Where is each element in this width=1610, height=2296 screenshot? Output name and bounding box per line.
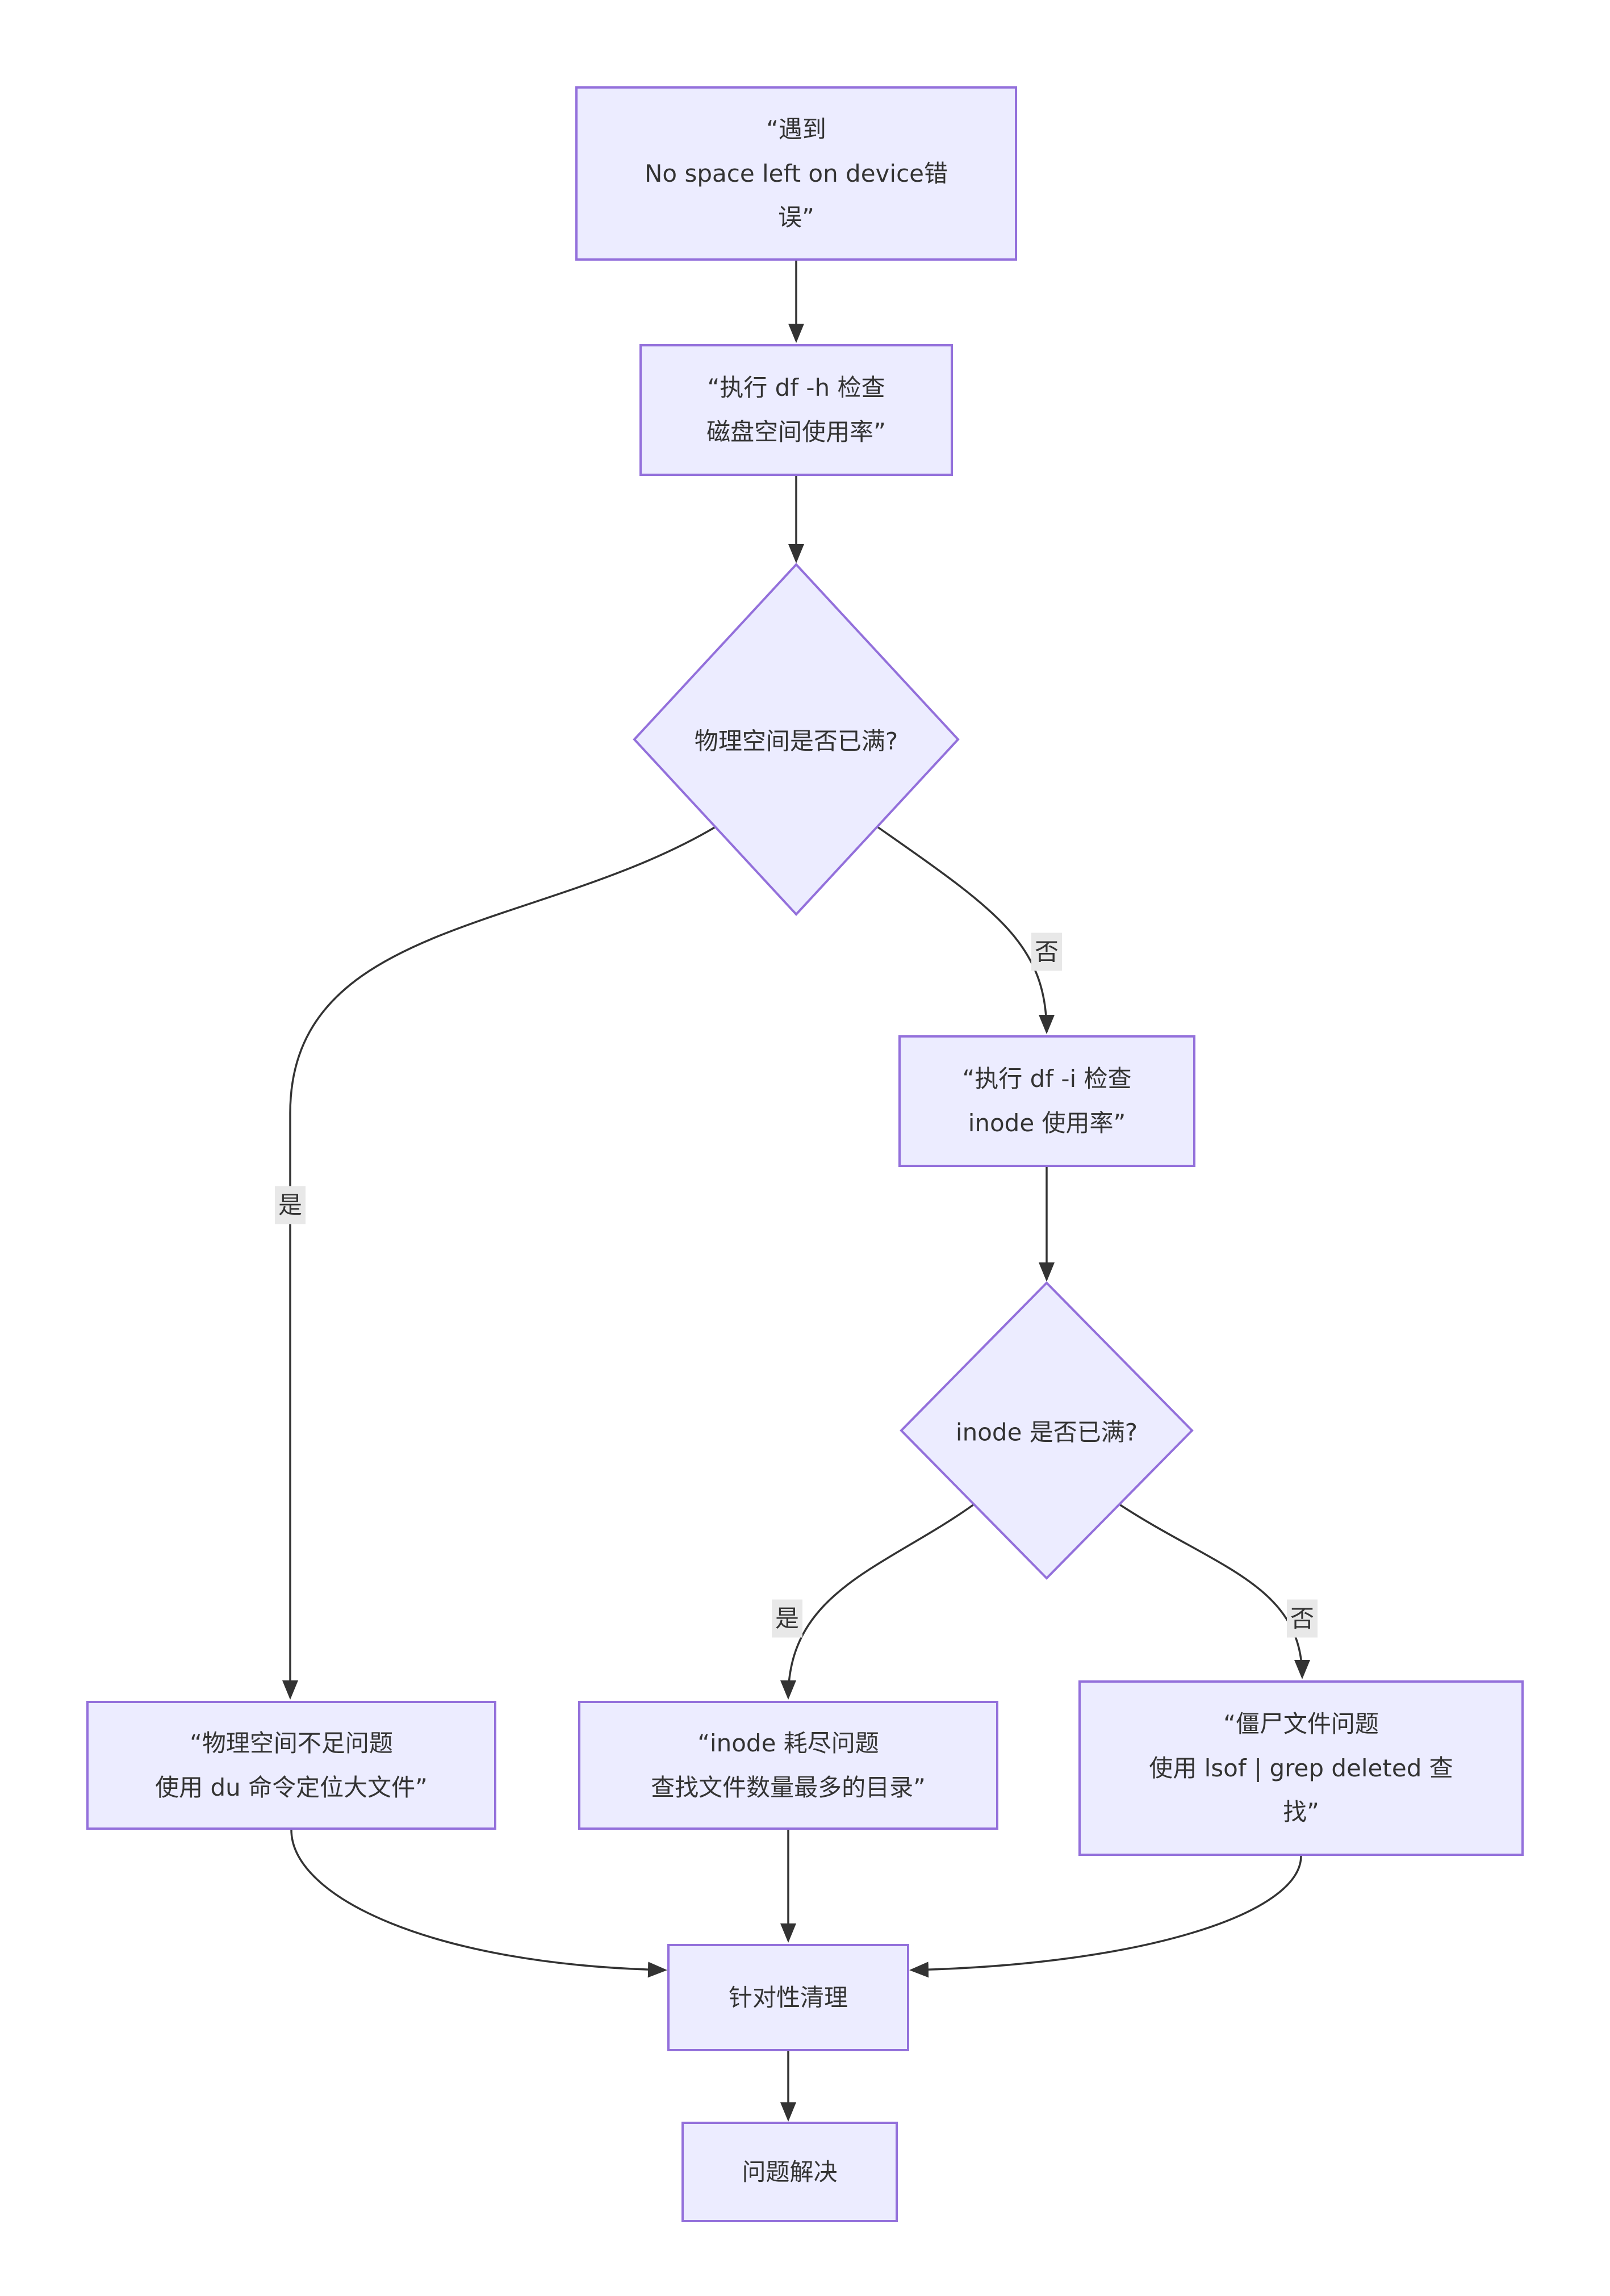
node-problem-solved: 问题解决 <box>681 2122 898 2222</box>
edge-decision-inode-yes <box>780 1503 975 1700</box>
edge-physical-full-to-cleanup <box>290 1829 667 1978</box>
edge-decision-physical-no <box>876 826 1055 1034</box>
node-zombie-files: “僵尸文件问题 使用 lsof | grep deleted 查 找” <box>1078 1680 1524 1856</box>
edge-label-inode-yes: 是 <box>771 1599 803 1638</box>
edge-label-physical-no: 否 <box>1031 932 1063 971</box>
node-check-df-i: “执行 df -i 检查 inode 使用率” <box>898 1035 1195 1167</box>
decision-physical-label: 物理空间是否已满? <box>694 727 898 755</box>
decision-inode-shape <box>900 1281 1194 1580</box>
node-inode-exhausted: “inode 耗尽问题 查找文件数量最多的目录” <box>578 1701 998 1830</box>
node-check-df-h: “执行 df -h 检查 磁盘空间使用率” <box>639 344 953 476</box>
edge-decision-inode-no <box>1119 1503 1310 1679</box>
node-targeted-cleanup: 针对性清理 <box>667 1944 909 2051</box>
node-start: “遇到 No space left on device错 误” <box>575 86 1017 261</box>
edge-decision-physical-yes <box>282 826 716 1700</box>
edge-zombie-files-to-cleanup <box>909 1855 1302 1978</box>
edge-label-physical-yes: 是 <box>274 1186 306 1224</box>
decision-physical-shape <box>633 563 960 916</box>
node-physical-full: “物理空间不足问题 使用 du 命令定位大文件” <box>86 1701 496 1830</box>
edge-label-inode-no: 否 <box>1286 1599 1318 1638</box>
decision-inode-label: inode 是否已满? <box>955 1418 1138 1446</box>
